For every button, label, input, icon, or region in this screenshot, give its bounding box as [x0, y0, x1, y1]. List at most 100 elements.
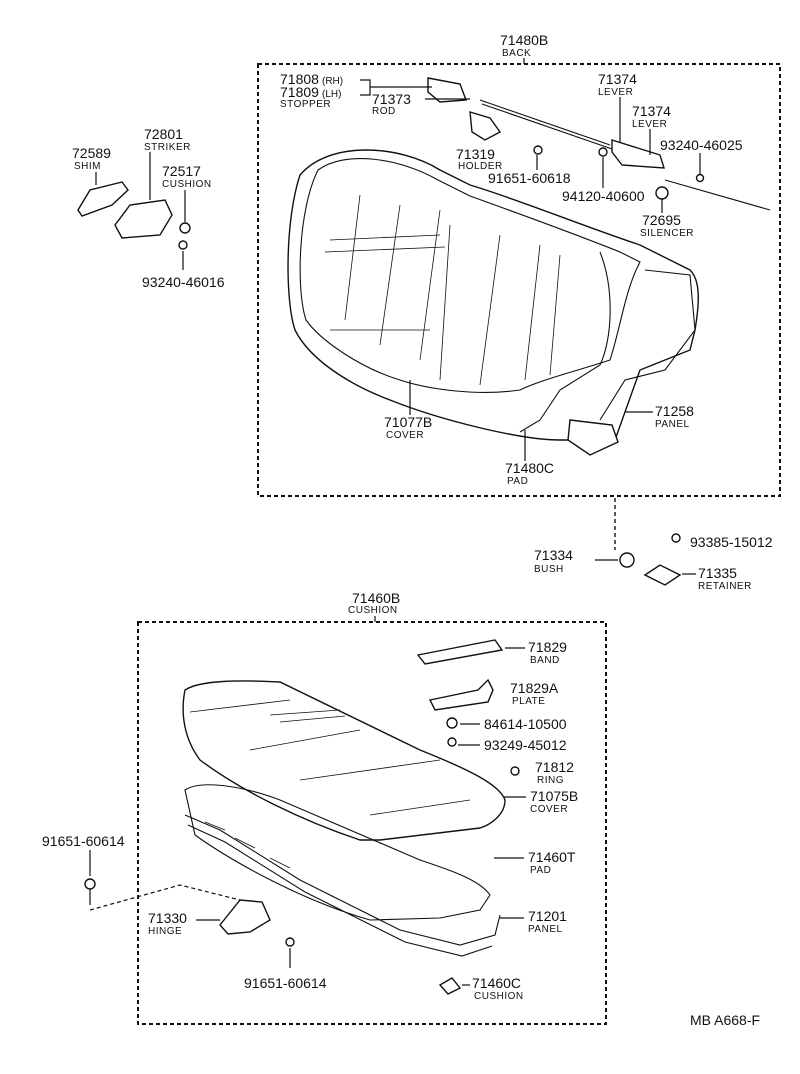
striker-shape — [114, 199, 173, 239]
label-back-panel-name: PANEL — [655, 419, 690, 430]
bolt-91651-60614-a-group: 91651-60614 — [42, 833, 125, 905]
bolt-91651-60618-shape — [533, 145, 543, 155]
screw-93240-46016-shape — [178, 240, 188, 250]
label-93249-45012: 93249-45012 — [484, 737, 567, 753]
label-rod-number: 71373 — [372, 91, 411, 107]
label-holder-number: 71319 — [456, 146, 495, 162]
label-silencer-number: 72695 — [642, 212, 681, 228]
label-91651-60614-a: 91651-60614 — [42, 833, 125, 849]
label-shim-name: SHIM — [74, 161, 101, 172]
cushion-pad-shape — [184, 784, 491, 921]
label-cushion-small-name: CUSHION — [162, 179, 212, 190]
cushion-cover-shape — [182, 680, 506, 841]
label-plate-number: 71829A — [510, 680, 559, 696]
label-holder-name: HOLDER — [458, 161, 503, 172]
label-91651-60618: 91651-60618 — [488, 170, 571, 186]
silencer-shape — [655, 186, 669, 200]
label-striker-number: 72801 — [144, 126, 183, 142]
nut-94120-40600-shape — [598, 147, 608, 157]
nut-84614-10500-shape — [446, 717, 458, 729]
cushion-group-number: 71460B — [352, 590, 400, 606]
label-ring-name: RING — [537, 775, 564, 786]
label-lever-2-name: LEVER — [632, 119, 667, 130]
back-group-number: 71480B — [500, 32, 548, 48]
label-back-cover-name: COVER — [386, 430, 424, 441]
label-stopper-lh-number: 71809 — [280, 84, 319, 100]
label-hinge-name: HINGE — [148, 926, 182, 937]
label-lever-1-number: 71374 — [598, 71, 637, 87]
label-stopper-lh-suffix: (LH) — [322, 89, 341, 100]
label-cushion-panel-name: PANEL — [528, 924, 563, 935]
label-hinge-number: 71330 — [148, 910, 187, 926]
cushion-panel-slots — [204, 821, 381, 921]
bush-retainer-group: 71334 BUSH 93385-15012 71335 RETAINER — [534, 498, 773, 592]
seat-back-panel-frame — [599, 269, 696, 421]
label-retainer-number: 71335 — [698, 565, 737, 581]
shim-shape — [77, 181, 129, 217]
lever-rod-shape — [664, 179, 771, 211]
band-shape — [416, 639, 504, 665]
seat-back-illustration — [287, 149, 699, 456]
label-cushion-panel-number: 71201 — [528, 908, 567, 924]
label-cushion-71460c-number: 71460C — [472, 975, 521, 991]
seat-back-stitching — [324, 194, 561, 386]
label-back-pad-name: PAD — [507, 476, 528, 487]
cushion-group-boundary — [137, 621, 607, 1025]
label-ring-number: 71812 — [535, 759, 574, 775]
label-84614-10500: 84614-10500 — [484, 716, 567, 732]
label-stopper-name: STOPPER — [280, 99, 331, 110]
seat-back-cover-outline — [299, 158, 641, 393]
back-group-boundary — [257, 63, 781, 497]
cushion-group-name: CUSHION — [348, 605, 398, 616]
label-cushion-pad-number: 71460T — [528, 849, 576, 865]
seat-back-pad-edge — [519, 251, 611, 433]
back-group-name: BACK — [502, 48, 531, 59]
holder-shape — [469, 111, 502, 141]
bolt-93249-45012-shape — [447, 737, 457, 747]
label-cushion-cover-number: 71075B — [530, 788, 578, 804]
label-bush-number: 71334 — [534, 547, 573, 563]
label-stopper-rh-number: 71808 — [280, 71, 319, 87]
label-cushion-small-number: 72517 — [162, 163, 201, 179]
label-lever-1-name: LEVER — [598, 87, 633, 98]
cushion-small-shape — [179, 222, 191, 234]
label-back-panel-number: 71258 — [655, 403, 694, 419]
retainer-shape — [643, 564, 682, 586]
label-striker-name: STRIKER — [144, 142, 191, 153]
seat-back-panel-bracket — [567, 419, 619, 456]
cushion-71460c-shape — [438, 977, 462, 995]
label-rod-name: ROD — [372, 106, 396, 117]
label-94120-40600: 94120-40600 — [562, 188, 645, 204]
label-silencer-name: SILENCER — [640, 228, 694, 239]
drawing-code: MB A668-F — [690, 1012, 760, 1028]
label-lever-2-number: 71374 — [632, 103, 671, 119]
hinge-shape — [219, 899, 271, 935]
label-band-number: 71829 — [528, 639, 567, 655]
label-cushion-71460c-name: CUSHION — [474, 991, 524, 1002]
stopper-leader — [360, 79, 432, 96]
label-91651-60614-b: 91651-60614 — [244, 975, 327, 991]
cushion-cover-stitching — [189, 699, 471, 816]
label-back-cover-number: 71077B — [384, 414, 432, 430]
label-bush-name: BUSH — [534, 564, 564, 575]
screw-93385-15012-shape — [671, 533, 681, 543]
cushion-panel-frame — [184, 814, 501, 946]
label-93385-15012: 93385-15012 — [690, 534, 773, 550]
plate-shape — [428, 678, 494, 711]
stopper-shape — [427, 77, 467, 103]
striker-group: 72589 SHIM 72801 STRIKER 72517 CUSHION 9… — [72, 126, 225, 290]
rod-lever-assembly — [427, 77, 771, 211]
label-plate-name: PLATE — [512, 696, 545, 707]
label-band-name: BAND — [530, 655, 560, 666]
cushion-group: 71460B CUSHION 71829 BAND 71829A PLATE 8… — [89, 590, 607, 1025]
bush-shape — [619, 552, 635, 568]
label-cushion-pad-name: PAD — [530, 865, 551, 876]
label-93240-46025: 93240-46025 — [660, 137, 743, 153]
label-cushion-cover-name: COVER — [530, 804, 568, 815]
rod-shape — [479, 99, 611, 146]
label-93240-46016: 93240-46016 — [142, 274, 225, 290]
lever-shape — [611, 139, 665, 169]
screw-93240-46025-shape — [695, 173, 705, 183]
bolt-91651-60614-a-shape — [84, 878, 96, 890]
